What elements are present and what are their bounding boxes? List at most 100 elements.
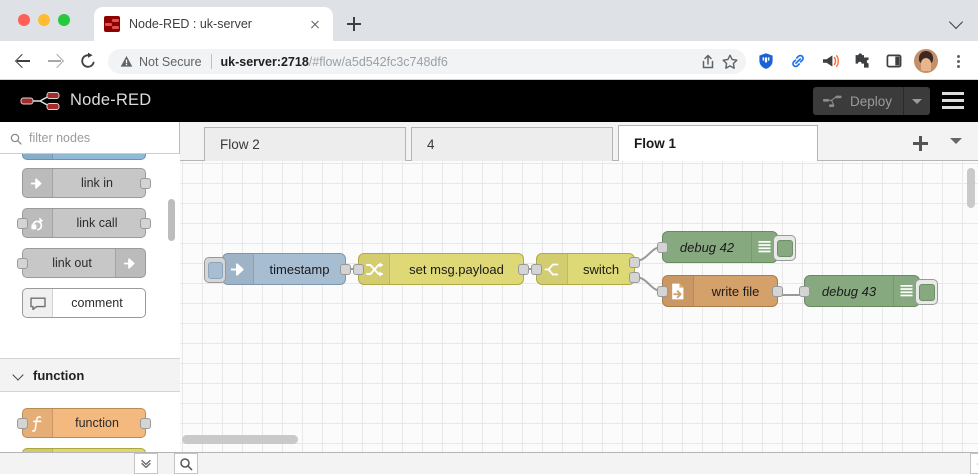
search-button[interactable] bbox=[174, 453, 198, 474]
input-port[interactable] bbox=[17, 418, 28, 429]
switch-icon bbox=[23, 449, 53, 452]
puzzle-icon[interactable] bbox=[852, 51, 872, 71]
node-label: write file bbox=[711, 283, 760, 299]
shuffle-icon bbox=[359, 254, 390, 284]
palette-node-list[interactable]: link in link call bbox=[0, 154, 180, 452]
browser-toolbar: Not Secure uk-server:2718/#flow/a5d542fc… bbox=[0, 41, 978, 80]
node-inject-timestamp[interactable]: timestamp bbox=[204, 253, 351, 285]
node-debug-43[interactable]: debug 43 bbox=[799, 275, 938, 307]
input-port[interactable] bbox=[353, 264, 364, 275]
palette-node-function[interactable]: function bbox=[17, 408, 151, 438]
output-port[interactable] bbox=[140, 178, 151, 189]
close-window-button[interactable] bbox=[18, 14, 30, 26]
tab-label: 4 bbox=[427, 137, 435, 152]
input-port[interactable] bbox=[657, 286, 668, 297]
flow-canvas[interactable]: Flow 2 4 Flow 1 timestamp bbox=[180, 122, 978, 452]
output-port[interactable] bbox=[140, 218, 151, 229]
palette-node-label: link call bbox=[76, 216, 118, 230]
node-red-logo bbox=[20, 91, 62, 111]
star-icon[interactable] bbox=[720, 52, 740, 72]
forward-arrow-icon[interactable] bbox=[46, 51, 66, 71]
chevron-down-icon bbox=[12, 369, 25, 382]
input-port[interactable] bbox=[17, 218, 28, 229]
output-port[interactable] bbox=[772, 286, 783, 297]
megaphone-icon[interactable] bbox=[820, 51, 840, 71]
chevron-down-icon[interactable] bbox=[948, 137, 964, 147]
avatar[interactable] bbox=[914, 49, 938, 73]
palette-node-comment[interactable]: comment bbox=[22, 288, 146, 318]
node-write-file[interactable]: write file bbox=[657, 275, 783, 307]
plus-icon[interactable] bbox=[909, 132, 931, 154]
address-bar[interactable]: Not Secure uk-server:2718/#flow/a5d542fc… bbox=[108, 49, 746, 74]
tab-flow-2[interactable]: Flow 2 bbox=[204, 127, 406, 161]
input-port[interactable] bbox=[531, 264, 542, 275]
link-icon[interactable] bbox=[788, 51, 808, 71]
palette-scrollbar[interactable] bbox=[168, 199, 175, 241]
palette-node-switch[interactable]: switch bbox=[22, 448, 146, 452]
chevron-down-icon[interactable] bbox=[950, 14, 964, 28]
browser-tab-bar: Node-RED : uk-server bbox=[0, 0, 978, 41]
chevron-down-icon[interactable] bbox=[904, 87, 930, 115]
browser-tab[interactable]: Node-RED : uk-server bbox=[94, 7, 333, 41]
sidepanel-icon[interactable] bbox=[884, 51, 904, 71]
kebab-menu-icon[interactable] bbox=[948, 51, 968, 71]
canvas-hscrollbar[interactable] bbox=[182, 435, 298, 444]
maximize-window-button[interactable] bbox=[58, 14, 70, 26]
debug-toggle-button[interactable] bbox=[773, 235, 796, 261]
palette-node-link-call[interactable]: link call bbox=[17, 208, 151, 238]
node-change-set-payload[interactable]: set msg.payload bbox=[353, 253, 529, 285]
chevrons-down-icon bbox=[141, 459, 151, 468]
debug-toggle-button[interactable] bbox=[915, 279, 938, 305]
file-out-icon bbox=[663, 276, 694, 306]
debug-icon bbox=[751, 232, 777, 262]
reload-icon[interactable] bbox=[78, 51, 98, 71]
back-arrow-icon[interactable] bbox=[12, 51, 32, 71]
palette-node-label: link out bbox=[52, 256, 92, 270]
palette-node-link-out[interactable]: link out bbox=[17, 248, 146, 278]
share-icon[interactable] bbox=[698, 52, 718, 72]
tab-4[interactable]: 4 bbox=[411, 127, 613, 161]
palette-node-partial-top[interactable] bbox=[22, 154, 146, 160]
expand-all-button[interactable] bbox=[134, 453, 158, 474]
comment-icon bbox=[23, 289, 53, 317]
search-icon bbox=[180, 457, 193, 470]
deploy-button-main[interactable]: Deploy bbox=[813, 87, 904, 115]
close-icon[interactable] bbox=[305, 14, 325, 34]
warning-triangle-icon bbox=[120, 55, 133, 68]
tab-label: Flow 1 bbox=[634, 136, 677, 151]
switch-icon bbox=[537, 254, 568, 284]
node-palette: filter nodes link in bbox=[0, 122, 180, 452]
output-port[interactable] bbox=[140, 418, 151, 429]
output-port-1[interactable] bbox=[629, 257, 640, 268]
tab-flow-1[interactable]: Flow 1 bbox=[618, 125, 818, 161]
main-area: filter nodes link in bbox=[0, 122, 978, 452]
minimize-window-button[interactable] bbox=[38, 14, 50, 26]
input-port[interactable] bbox=[799, 286, 810, 297]
debug-icon bbox=[893, 276, 919, 306]
nodered-header: Node-RED Deploy bbox=[0, 80, 978, 122]
search-placeholder: filter nodes bbox=[29, 130, 91, 145]
node-switch[interactable]: switch bbox=[531, 253, 640, 285]
output-port[interactable] bbox=[518, 264, 529, 275]
ublock-origin-icon[interactable] bbox=[756, 51, 776, 71]
output-port-2[interactable] bbox=[629, 272, 640, 283]
node-label: set msg.payload bbox=[409, 261, 504, 277]
flow-tab-strip: Flow 2 4 Flow 1 bbox=[180, 122, 978, 161]
hamburger-menu-icon[interactable] bbox=[942, 92, 964, 109]
palette-category-function[interactable]: function bbox=[0, 358, 180, 392]
node-label: debug 43 bbox=[821, 283, 877, 299]
search-input[interactable]: filter nodes bbox=[0, 122, 179, 154]
inject-trigger-button[interactable] bbox=[204, 257, 226, 283]
new-tab-icon[interactable] bbox=[341, 11, 367, 37]
output-port[interactable] bbox=[340, 264, 351, 275]
input-port[interactable] bbox=[17, 258, 28, 269]
zoom-in-button[interactable] bbox=[970, 453, 978, 474]
palette-node-link-in[interactable]: link in bbox=[22, 168, 151, 198]
node-debug-42[interactable]: debug 42 bbox=[657, 231, 796, 263]
input-port[interactable] bbox=[657, 242, 668, 253]
canvas-vscrollbar[interactable] bbox=[967, 168, 975, 208]
node-label: timestamp bbox=[269, 261, 330, 277]
deploy-button[interactable]: Deploy bbox=[812, 87, 930, 115]
search-icon bbox=[10, 132, 22, 145]
security-status-label: Not Secure bbox=[139, 54, 202, 69]
